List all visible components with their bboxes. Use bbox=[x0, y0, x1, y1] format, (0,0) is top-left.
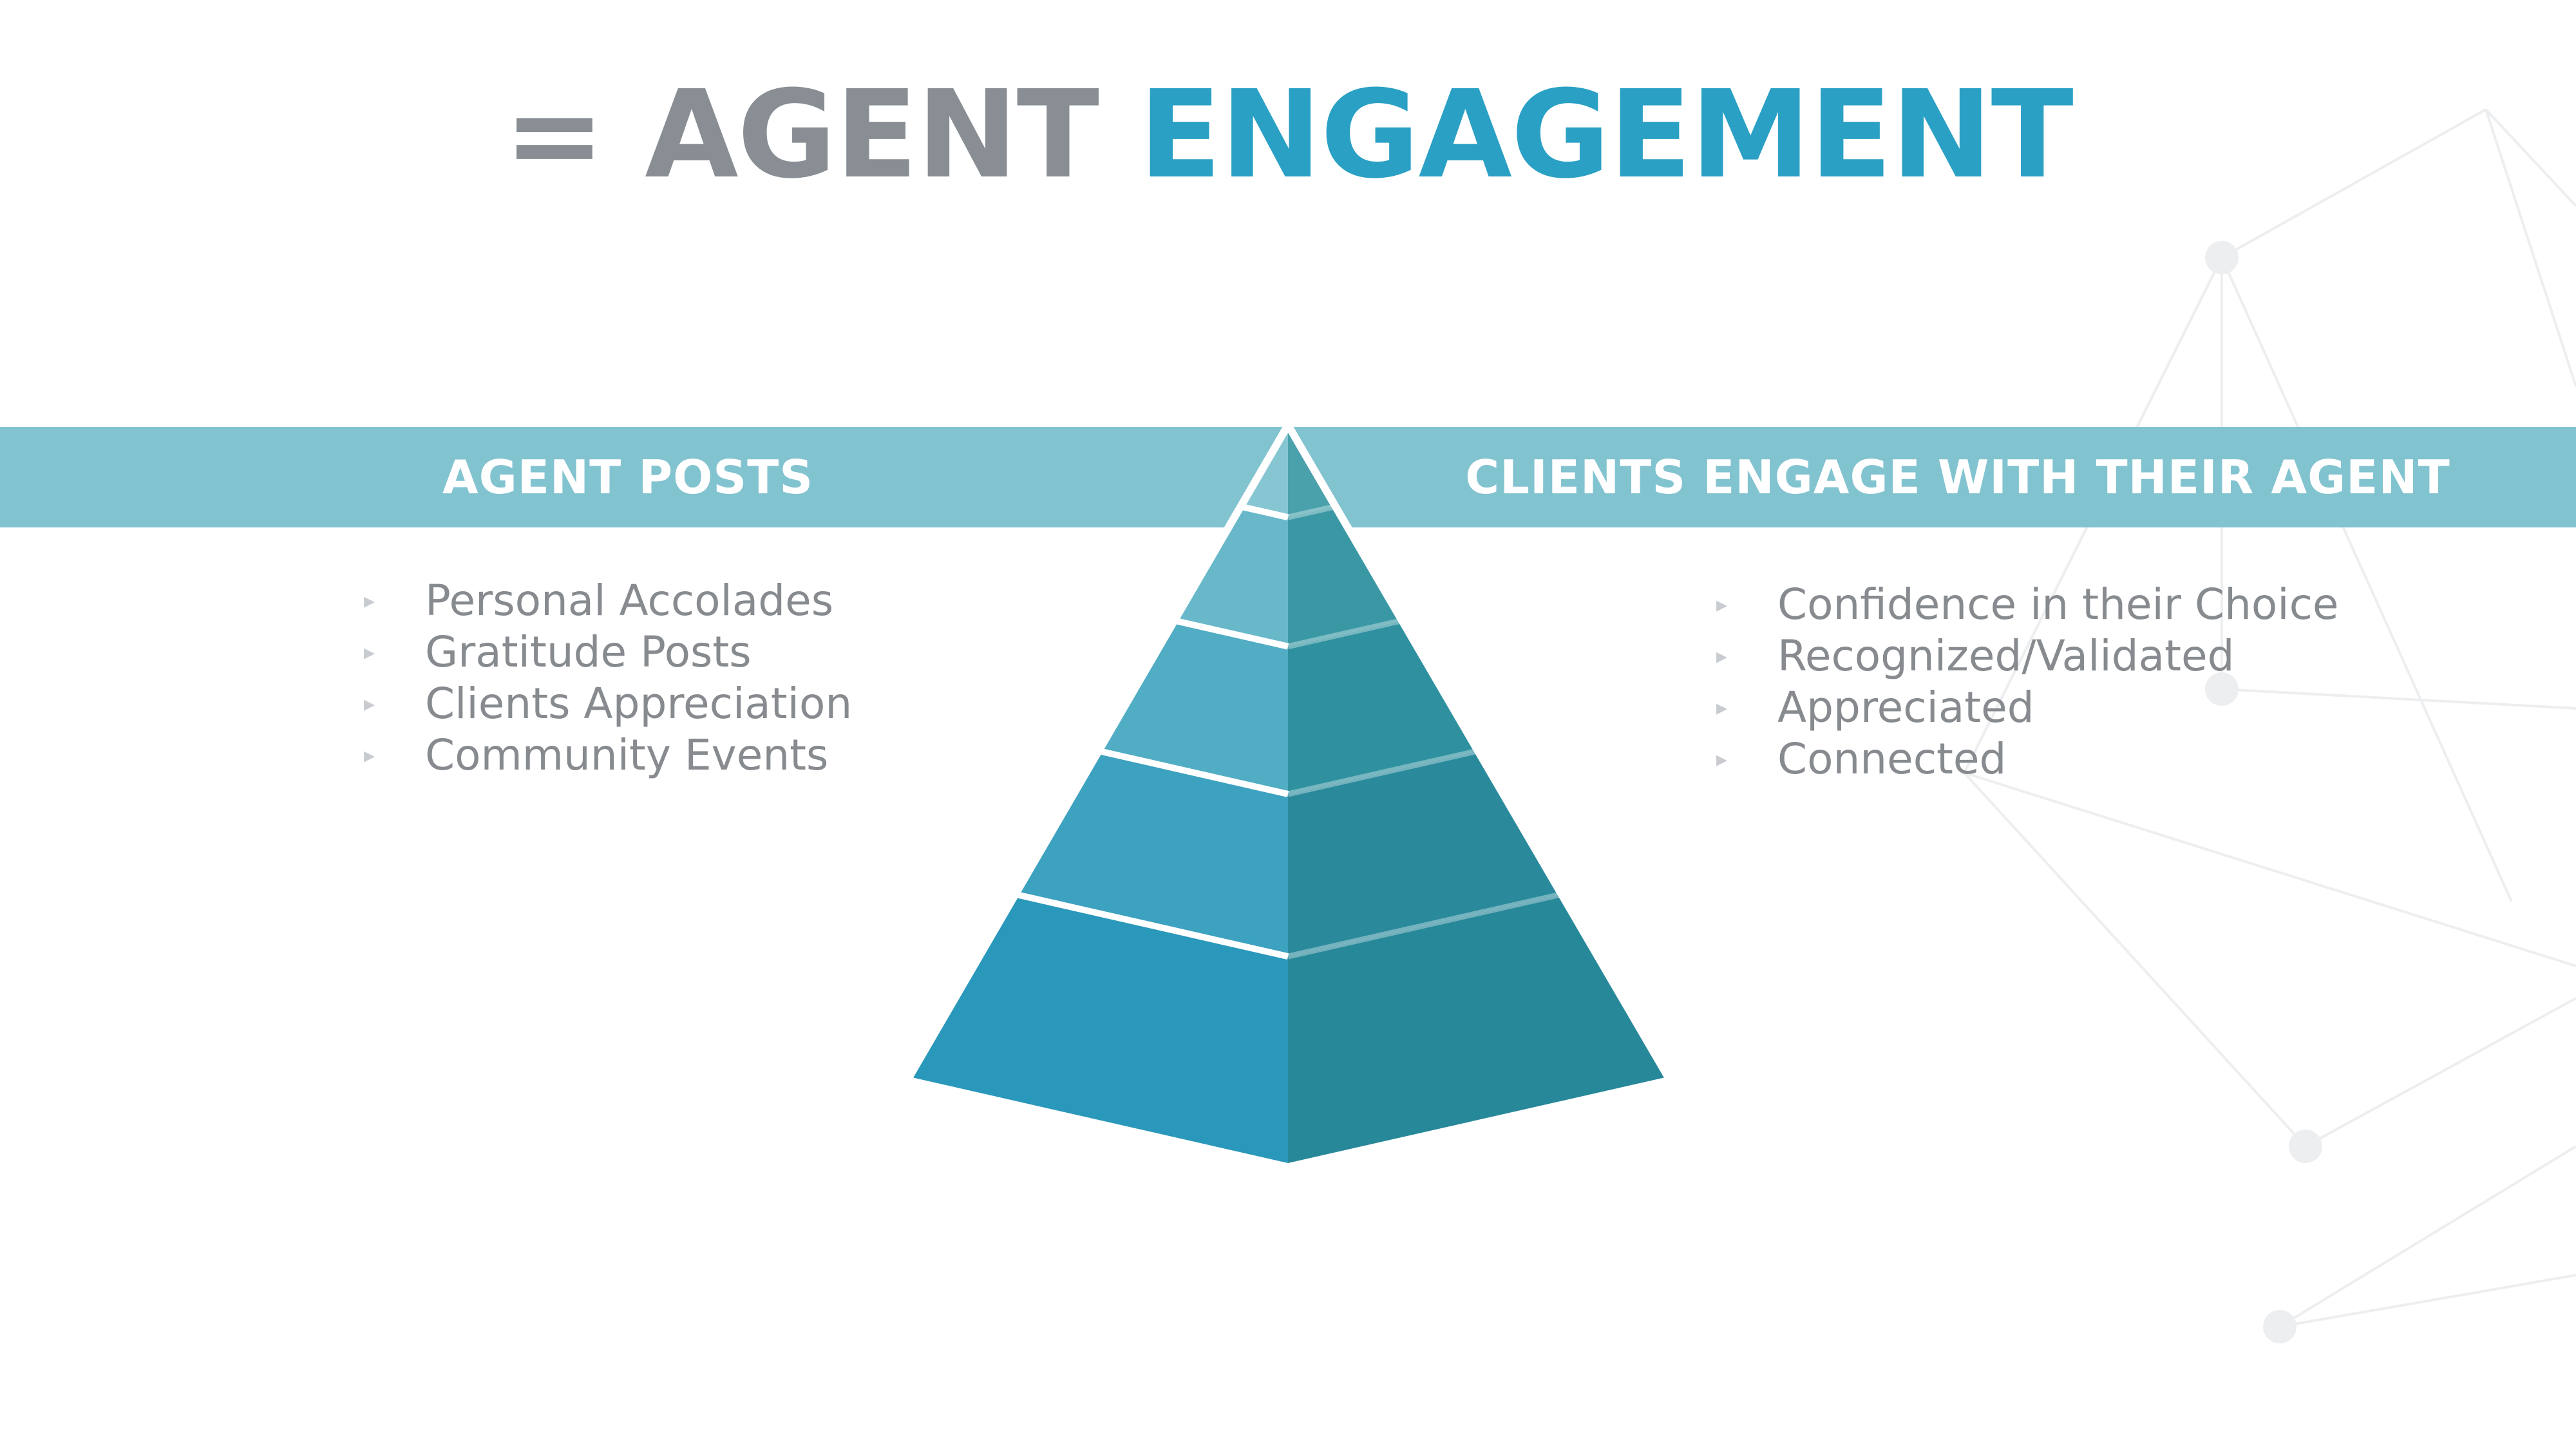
pyramid-level-right-2 bbox=[1288, 506, 1402, 647]
list-item: ▸ Gratitude Posts bbox=[364, 627, 852, 678]
list-item: ▸ Confidence in their Choice bbox=[1716, 579, 2339, 630]
title-prefix: = AGENT bbox=[504, 64, 1099, 205]
agent-posts-list: ▸ Personal Accolades ▸ Gratitude Posts ▸ Cl… bbox=[364, 575, 853, 781]
pyramid-right-face bbox=[1288, 425, 1668, 1163]
title-accent: ENGAGEMENT bbox=[1139, 64, 2073, 205]
list-item: ▸ Connected bbox=[1716, 734, 2339, 785]
list-item-text: Community Events bbox=[425, 730, 829, 780]
pyramid-separator-left bbox=[1097, 748, 1289, 797]
client-engagement-list: ▸ Confidence in their Choice ▸ Recognized/… bbox=[1716, 579, 2339, 785]
bullet-arrow-icon: ▸ bbox=[1716, 592, 1728, 618]
pyramid-outline bbox=[905, 417, 1672, 1079]
pyramid-separator-right bbox=[1287, 748, 1479, 797]
pyramid-level-right-3 bbox=[1288, 620, 1478, 794]
list-item-text: Personal Accolades bbox=[425, 576, 834, 625]
pyramid-separator-right bbox=[1287, 891, 1562, 960]
list-item: ▸ Personal Accolades bbox=[364, 575, 852, 627]
list-item-text: Connected bbox=[1777, 734, 2007, 784]
bullet-arrow-icon: ▸ bbox=[364, 639, 375, 665]
bullet-arrow-icon: ▸ bbox=[1716, 746, 1728, 772]
page-title: = AGENT ENGAGEMENT bbox=[0, 61, 2576, 209]
pyramid-level-right-4 bbox=[1288, 751, 1562, 957]
pyramid-left-face bbox=[909, 425, 1288, 1163]
pyramid-separators bbox=[905, 417, 1672, 1079]
pyramid-separator-left bbox=[1014, 891, 1289, 960]
pyramid-level-left-5 bbox=[909, 894, 1288, 1163]
list-item-text: Gratitude Posts bbox=[425, 627, 752, 677]
bullet-arrow-icon: ▸ bbox=[364, 691, 375, 717]
list-item: ▸ Recognized/Validated bbox=[1716, 630, 2339, 682]
banner-left-label: AGENT POSTS bbox=[442, 450, 814, 504]
engagement-pyramid bbox=[905, 417, 1672, 1163]
list-item-text: Appreciated bbox=[1777, 683, 2034, 732]
pyramid-level-left-2 bbox=[1174, 506, 1288, 647]
list-item: ▸ Appreciated bbox=[1716, 682, 2339, 734]
pyramid-level-left-4 bbox=[1015, 751, 1288, 957]
banner-right-label: CLIENTS ENGAGE WITH THEIR AGENT bbox=[1465, 450, 2450, 504]
pyramid-level-left-3 bbox=[1099, 620, 1288, 794]
bullet-arrow-icon: ▸ bbox=[1716, 695, 1728, 721]
bullet-arrow-icon: ▸ bbox=[1716, 643, 1728, 669]
bullet-arrow-icon: ▸ bbox=[364, 743, 375, 768]
list-item-text: Clients Appreciation bbox=[425, 679, 853, 728]
list-item: ▸ Community Events bbox=[364, 730, 852, 781]
pyramid-separator-left bbox=[1240, 503, 1289, 521]
pyramid-separator-right bbox=[1287, 618, 1403, 650]
pyramid-separator-right bbox=[1287, 504, 1336, 520]
list-item: ▸ Clients Appreciation bbox=[364, 678, 853, 730]
list-item-text: Recognized/Validated bbox=[1777, 631, 2235, 681]
pyramid-separator-left bbox=[1173, 617, 1289, 650]
pyramid-level-right-5 bbox=[1288, 894, 1668, 1163]
bullet-arrow-icon: ▸ bbox=[364, 588, 375, 614]
list-item-text: Confidence in their Choice bbox=[1777, 580, 2339, 629]
